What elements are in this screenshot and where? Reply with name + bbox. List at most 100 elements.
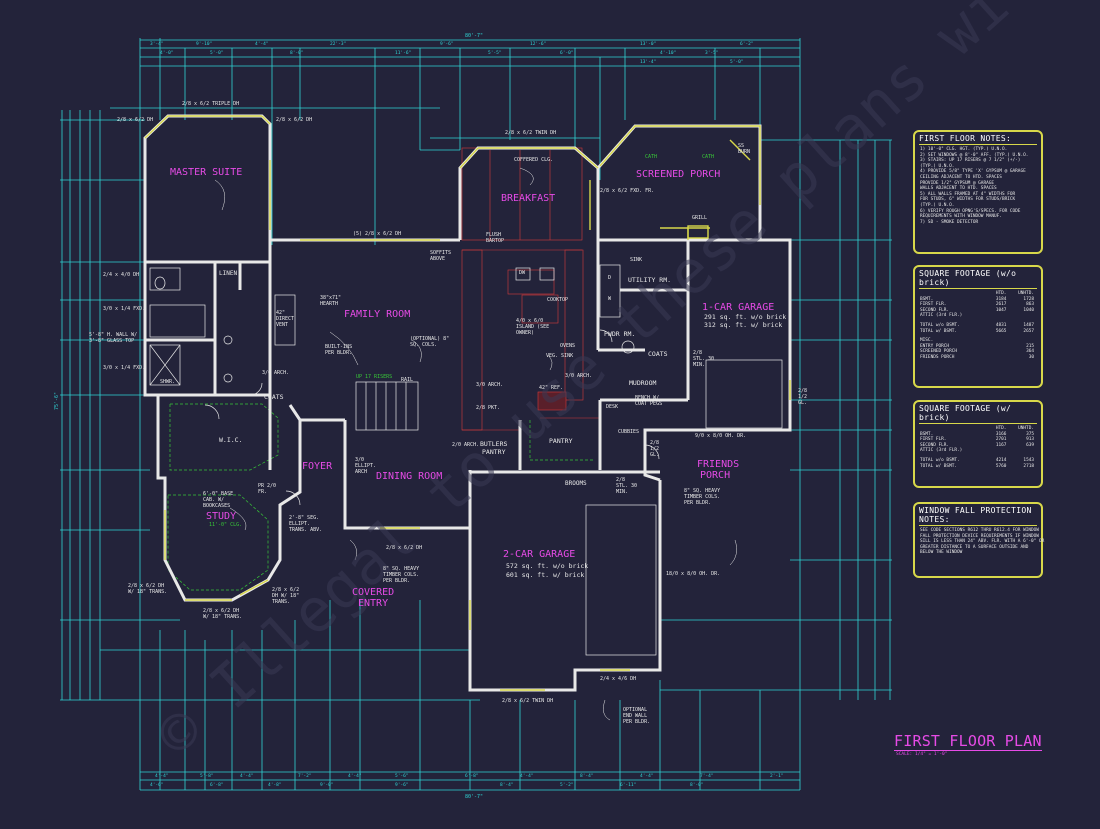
sqft-without-brick-title: SQUARE FOOTAGE (w/o brick) <box>919 269 1017 287</box>
svg-text:2'-1": 2'-1" <box>770 773 784 779</box>
note-line: SEE CODE SECTIONS R612 THRU R612.4 FOR W… <box>920 528 1039 533</box>
note-30-min-b: 2/8 STL. 30 MIN. <box>616 477 638 495</box>
room-label-two-car-garage: 2-CAR GARAGE <box>503 549 576 560</box>
walls <box>143 114 792 692</box>
row-unhtd: 1040 <box>1023 307 1034 313</box>
note-dryer: D <box>608 275 612 281</box>
row-label: FRIENDS PORCH <box>920 354 955 360</box>
room-label-dining-room: DINING ROOM <box>376 471 443 482</box>
note-wall-left-1: 2/4 x 4/0 DH <box>103 272 140 278</box>
row-label: ATTIC (3rd FLR.) <box>920 448 963 454</box>
note-line: FOR STUDS, 6" WIDTHS FOR STUDS/BRICK <box>920 197 1016 203</box>
note-shwr: SHWR. <box>160 379 176 385</box>
note-twin-dh-breakfast: 2/8 x 6/2 TWIN DH <box>505 130 557 136</box>
note-line: 2) SET WINDOWS @ 8'-0" AFF. (TYP.) U.N.O… <box>920 152 1029 158</box>
row-htd: 5665 <box>995 328 1007 334</box>
svg-text:11'-6": 11'-6" <box>395 50 411 56</box>
room-label-screened-porch: SCREENED PORCH <box>636 169 721 180</box>
row-unhtd: 1728 <box>1023 296 1034 302</box>
svg-text:8'-0": 8'-0" <box>290 50 304 56</box>
windows <box>144 115 791 691</box>
note-line: SILL IS LESS THAN 24" ABV. FLR. WITH A 6… <box>920 539 1045 545</box>
fixtures <box>149 264 783 656</box>
note-line: BELOW THE WINDOW <box>920 550 963 556</box>
note-dh-study-3: 2/8 x 6/2 DH W/ 18" TRANS. <box>272 587 300 605</box>
plan-title: FIRST FLOOR PLAN <box>894 732 1042 751</box>
note-30-min: 2/8 STL. 30 MIN. <box>693 350 715 368</box>
note-line: 7) SD - SMOKE DETECTOR <box>920 219 979 225</box>
note-line: (TYP.) U.N.O. <box>920 202 955 208</box>
room-label-linen: LINEN <box>219 270 238 277</box>
overall-dimension-bottom: 80'-7" <box>465 794 483 800</box>
room-label-foyer: FOYER <box>302 461 333 472</box>
svg-text:5'-8": 5'-8" <box>200 773 214 779</box>
row-htd <box>981 355 1008 361</box>
svg-text:4'-4": 4'-4" <box>520 773 534 779</box>
row-htd: 3166 <box>995 431 1007 437</box>
note-dh-master-left: 2/8 x 6/2 DH <box>117 117 154 123</box>
note-line: FALL PROTECTION DEVICE REQUIREMENTS IF W… <box>920 533 1039 539</box>
note-bench: BENCH W/ COAT PEGS <box>635 395 663 407</box>
svg-text:13'-0": 13'-0" <box>640 41 656 47</box>
note-triple-dh: 2/8 x 6/2 TRIPLE DH <box>182 101 240 107</box>
first-floor-notes-title: FIRST FLOOR NOTES: <box>919 134 1012 143</box>
svg-text:4'-4": 4'-4" <box>255 41 269 47</box>
note-rail: RAIL <box>401 377 414 383</box>
plan-scale: SCALE: 1/4" = 1'-0" <box>896 752 948 757</box>
svg-text:5'-0": 5'-0" <box>730 59 744 65</box>
note-wall-left-4: 3/0 x 1/4 FXD. <box>103 365 146 371</box>
svg-text:12'-6": 12'-6" <box>530 41 546 47</box>
note-ss-burn: SS BURN <box>738 143 751 155</box>
row-htd: 4831 <box>995 322 1007 328</box>
svg-text:9'-6": 9'-6" <box>395 782 409 788</box>
note-line: WALLS ADJACENT TO HTD. SPACES <box>920 186 997 192</box>
row-unhtd: 913 <box>1026 437 1034 443</box>
svg-text:4'-4": 4'-4" <box>640 773 654 779</box>
svg-text:4'-4": 4'-4" <box>155 773 169 779</box>
table-header-row: HTD.UNHTD. <box>920 426 1036 432</box>
note-soffits: SOFFITS ABOVE <box>430 250 452 262</box>
row-unhtd <box>1008 313 1036 319</box>
svg-text:9'-10": 9'-10" <box>196 41 212 47</box>
table-header-row: HTD.UNHTD. <box>920 291 1036 297</box>
room-label-master-suite: MASTER SUITE <box>170 167 243 178</box>
room-label-entry: ENTRY <box>358 598 389 609</box>
row-htd: 2701 <box>995 437 1007 443</box>
svg-text:6'-8": 6'-8" <box>210 782 224 788</box>
note-dw: DW <box>519 270 526 276</box>
note-built-ins: BUILT-INS PER BLDR. <box>325 344 353 356</box>
note-line: GREATER DISTANCE TO A SURFACE OUTSIDE AN… <box>920 544 1029 550</box>
note-island: 4/0 x 6/0 ISLAND (SEE OWNER) <box>516 318 550 336</box>
note-study-clg: 11'-0" CLG. <box>209 522 243 528</box>
note-arch-30c: 3/0 ARCH. <box>565 373 593 379</box>
svg-text:5'-2": 5'-2" <box>560 782 574 788</box>
room-label-coats: COATS <box>264 393 284 401</box>
svg-text:6'-2": 6'-2" <box>740 41 754 47</box>
row-label: SECOND FLR. <box>920 442 950 448</box>
panel-divider <box>919 423 1037 424</box>
note-sink: SINK <box>630 257 643 263</box>
row-htd <box>981 448 1008 454</box>
note-dh-family: (5) 2/8 x 6/2 DH <box>353 231 402 237</box>
row-unhtd: 863 <box>1026 302 1034 308</box>
room-label-pantry: PANTRY <box>549 437 573 445</box>
first-floor-notes-panel: FIRST FLOOR NOTES: 1) 10'-0" CLG. HGT. (… <box>913 130 1043 254</box>
two-car-garage-sqft-1: 572 sq. ft. w/o brick <box>506 562 589 570</box>
svg-text:9'-6": 9'-6" <box>440 41 454 47</box>
room-label-mudroom: MUDROOM <box>629 379 657 387</box>
room-label-cubbies: CUBBIES <box>618 429 640 435</box>
svg-text:9'-0": 9'-0" <box>320 782 334 788</box>
note-ovens: OVENS <box>560 343 576 349</box>
note-optional-wall: OPTIONAL END WALL PER BLDR. <box>623 707 651 725</box>
panel-divider <box>919 288 1037 289</box>
row-unhtd: 375 <box>1026 431 1034 437</box>
room-label-wic: W.I.C. <box>219 436 243 444</box>
svg-text:7'-2": 7'-2" <box>298 773 312 779</box>
note-line: PROVIDE 1/2" GYPSUM @ GARAGE <box>920 180 995 186</box>
note-line: 3) STAIRS: UP 17 RISERS @ 7 1/2" (+/-) <box>920 158 1021 164</box>
note-wall-left-2: 3/0 x 1/4 FXD. <box>103 306 146 312</box>
row-unhtd: 2657 <box>1023 328 1034 334</box>
